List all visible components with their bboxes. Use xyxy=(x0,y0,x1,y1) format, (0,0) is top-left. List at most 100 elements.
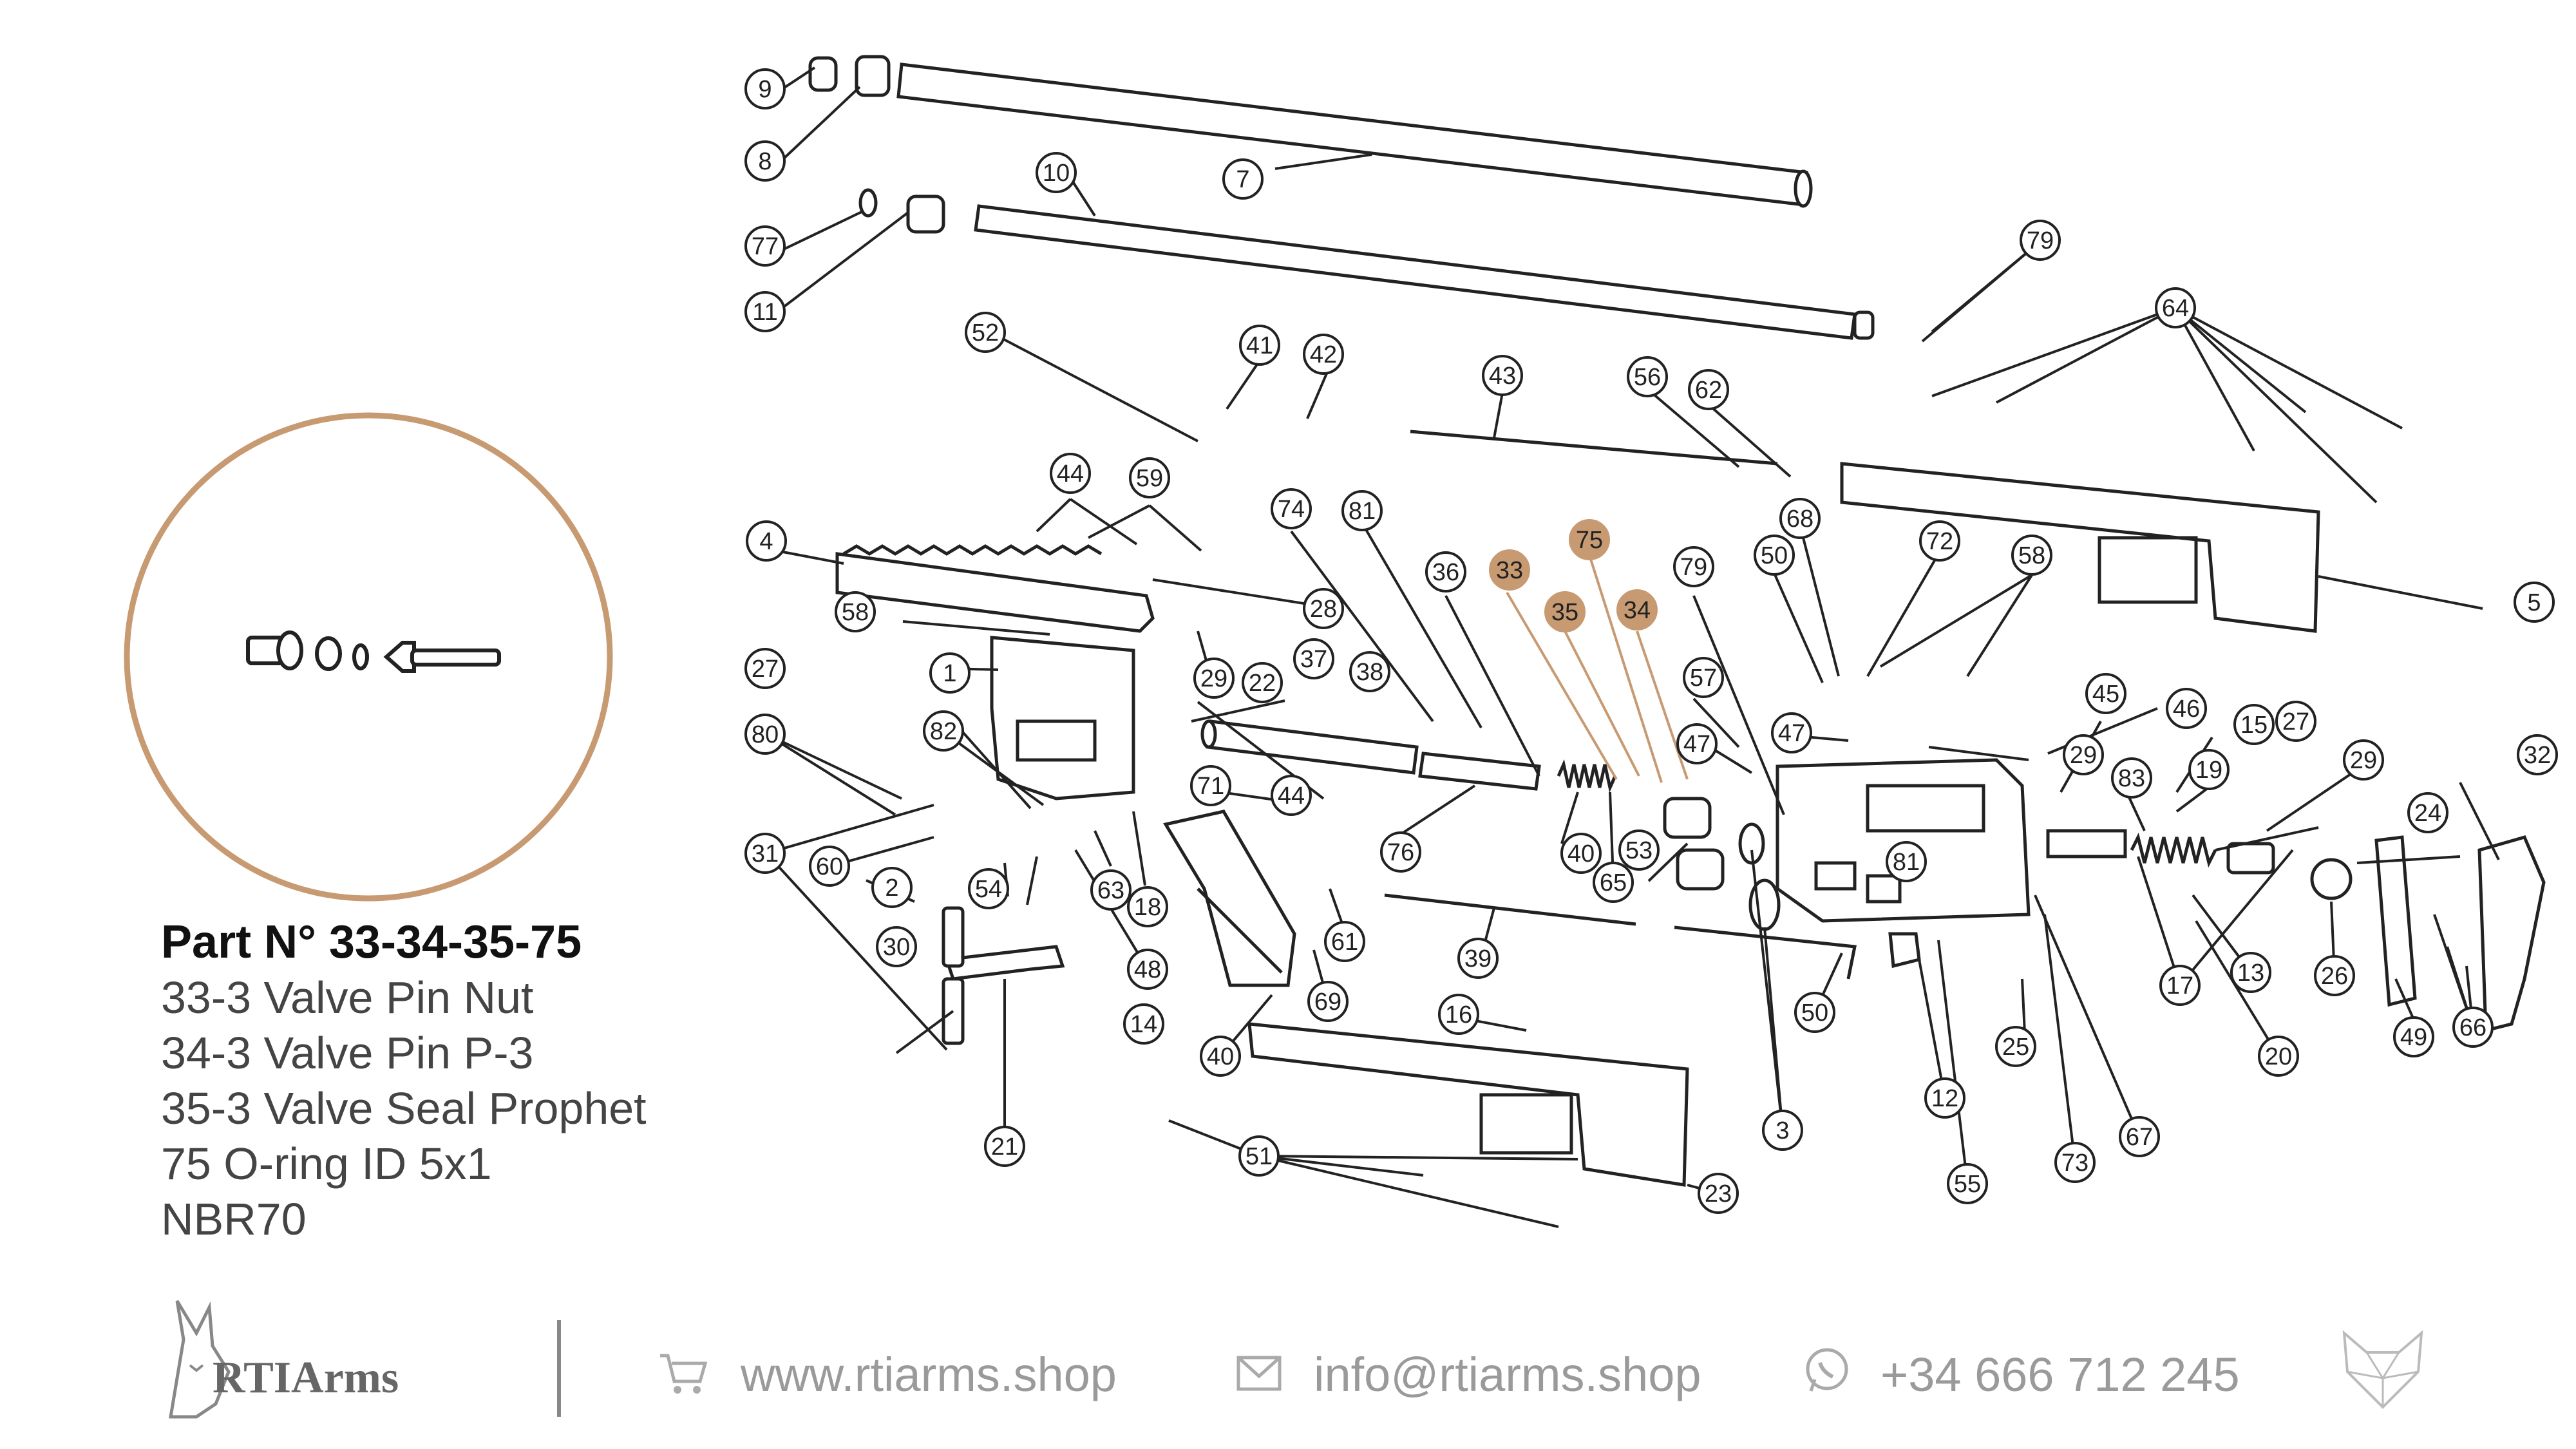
callout-label: 40 xyxy=(1207,1043,1234,1070)
callout-circle xyxy=(2275,701,2316,742)
callout-40: 40 xyxy=(1560,833,1602,874)
callout-50: 50 xyxy=(1754,535,1795,576)
callout-47: 47 xyxy=(1771,712,1812,753)
callout-74: 74 xyxy=(1271,488,1312,529)
callout-circle xyxy=(1193,658,1235,699)
callout-circle xyxy=(1995,1026,2036,1067)
callout-circle xyxy=(1303,588,1344,629)
callout-circle xyxy=(2393,1016,2434,1057)
callout-48: 48 xyxy=(1127,949,1168,990)
callout-52: 52 xyxy=(965,312,1006,353)
callout-17: 17 xyxy=(2159,965,2201,1006)
callout-circle xyxy=(2111,757,2152,799)
phone-number[interactable]: +34 666 712 245 xyxy=(1880,1348,2240,1401)
callout-circle xyxy=(968,868,1009,909)
callout-31: 31 xyxy=(744,833,786,874)
cart-icon xyxy=(660,1354,708,1394)
callout-circle xyxy=(1947,1163,1988,1204)
callout-circle xyxy=(744,833,786,874)
callout-label: 18 xyxy=(1134,894,1161,921)
callout-label: 33 xyxy=(1496,557,1523,584)
callout-46: 46 xyxy=(2166,688,2207,729)
callout-circle xyxy=(2188,749,2230,790)
callout-34: 34 xyxy=(1616,589,1658,630)
callout-10: 10 xyxy=(1036,152,1077,193)
callout-58: 58 xyxy=(2011,535,2052,576)
callout-label: 43 xyxy=(1489,363,1516,390)
callout-circle xyxy=(1593,862,1634,903)
callout-55: 55 xyxy=(1947,1163,1988,1204)
callout-79: 79 xyxy=(1673,546,1714,587)
callout-circle xyxy=(2063,734,2104,775)
callout-37: 37 xyxy=(1293,638,1334,679)
callout-circle xyxy=(2020,220,2061,261)
callout-circle xyxy=(1242,662,1283,703)
callout-circle xyxy=(1683,657,1724,698)
callout-label: 79 xyxy=(1680,554,1707,581)
callout-label: 4 xyxy=(759,528,773,555)
callout-circle xyxy=(1271,488,1312,529)
callout-label: 77 xyxy=(752,233,779,260)
callout-label: 21 xyxy=(991,1133,1018,1160)
callout-label: 39 xyxy=(1464,945,1492,972)
callout-56: 56 xyxy=(1627,356,1668,397)
callout-circle xyxy=(1036,152,1077,193)
callout-82: 82 xyxy=(923,710,964,752)
callout-circle xyxy=(1771,712,1812,753)
callout-label: 3 xyxy=(1776,1117,1789,1144)
callout-circle xyxy=(2343,739,2384,781)
callout-label: 32 xyxy=(2524,742,2551,769)
callout-circle xyxy=(1569,519,1610,560)
callout-label: 65 xyxy=(1600,869,1627,896)
footer-divider xyxy=(557,1320,561,1417)
callout-circle xyxy=(809,846,850,887)
callout-label: 40 xyxy=(1567,840,1595,867)
callout-69: 69 xyxy=(1307,981,1349,1022)
email-link[interactable]: info@rtiarms.shop xyxy=(1314,1348,1701,1401)
callout-circle xyxy=(1127,886,1168,927)
callout-29: 29 xyxy=(2343,739,2384,781)
callout-label: 74 xyxy=(1278,496,1305,523)
callout-circle xyxy=(1190,765,1231,806)
callout-circle xyxy=(1754,535,1795,576)
callout-circle xyxy=(2258,1036,2299,1077)
callout-label: 7 xyxy=(1236,166,1249,193)
callout-circle xyxy=(1127,949,1168,990)
callout-label: 80 xyxy=(752,721,779,748)
callout-label: 38 xyxy=(1356,659,1383,686)
callout-circle xyxy=(744,714,786,755)
callout-71: 71 xyxy=(1190,765,1231,806)
callout-44: 44 xyxy=(1271,775,1312,816)
callout-81: 81 xyxy=(1886,841,1927,882)
callout-63: 63 xyxy=(1090,869,1132,911)
callout-circle xyxy=(1457,938,1499,979)
callout-circle xyxy=(2407,792,2448,833)
callout-circle xyxy=(2011,535,2052,576)
callout-circle xyxy=(2159,965,2201,1006)
fox-logo-icon xyxy=(2342,1330,2423,1409)
website-link[interactable]: www.rtiarms.shop xyxy=(741,1348,1117,1401)
callout-label: 45 xyxy=(2092,681,2119,708)
callout-label: 2 xyxy=(885,875,898,902)
callout-label: 48 xyxy=(1134,956,1161,983)
highlight-detail-circle xyxy=(124,412,613,902)
callout-14: 14 xyxy=(1123,1003,1164,1045)
callout-label: 23 xyxy=(1705,1180,1732,1208)
callout-circle xyxy=(1271,775,1312,816)
callout-label: 58 xyxy=(2018,542,2045,569)
callout-label: 29 xyxy=(2350,747,2377,774)
callout-label: 17 xyxy=(2166,972,2193,999)
callout-61: 61 xyxy=(1324,921,1365,962)
callout-72: 72 xyxy=(1919,520,1960,562)
callout-label: 31 xyxy=(752,840,779,867)
callout-18: 18 xyxy=(1127,886,1168,927)
callout-27: 27 xyxy=(2275,701,2316,742)
callout-13: 13 xyxy=(2230,952,2271,993)
whatsapp-icon xyxy=(1806,1348,1848,1392)
callout-label: 76 xyxy=(1387,839,1414,866)
callout-label: 26 xyxy=(2321,963,2348,990)
callout-circle xyxy=(1698,1173,1739,1214)
callout-label: 66 xyxy=(2459,1014,2486,1041)
callout-45: 45 xyxy=(2085,673,2126,714)
